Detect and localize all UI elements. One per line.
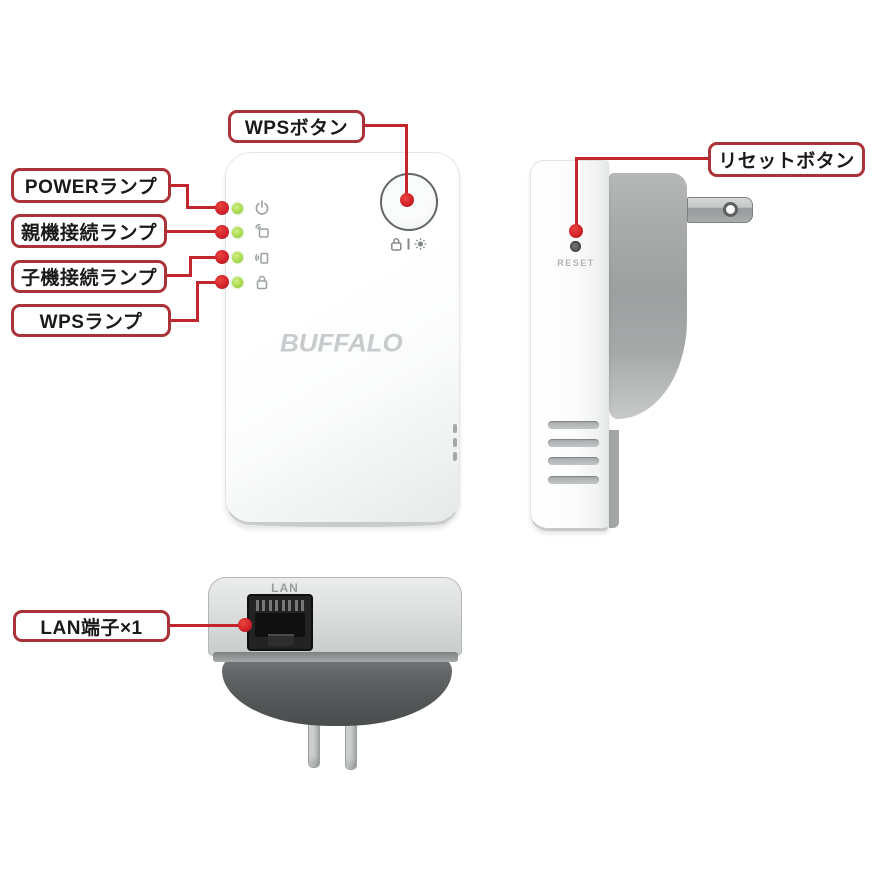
side-back-housing — [609, 173, 687, 419]
lan-port-pins — [256, 600, 304, 611]
side-back-edge — [609, 430, 619, 528]
side-front-panel — [530, 160, 609, 531]
callout-reset-button: リセットボタン — [708, 142, 865, 177]
pointer-dot — [215, 225, 229, 239]
wps-led — [232, 277, 243, 288]
pointer-line — [196, 281, 222, 284]
lan-port — [247, 594, 313, 651]
power-led — [232, 203, 243, 214]
ac-plug-prong-hole — [723, 202, 738, 217]
pointer-line — [189, 256, 222, 259]
pointer-line — [405, 124, 408, 200]
pointer-line — [169, 184, 189, 187]
side-vent-slot — [548, 439, 599, 447]
front-edge-vent — [453, 438, 457, 447]
bottom-back-housing — [222, 658, 452, 726]
lan-port-notch — [268, 634, 294, 646]
reset-button — [570, 241, 581, 252]
child-connect-led — [232, 252, 243, 263]
pointer-dot — [569, 224, 583, 238]
pointer-line — [169, 319, 199, 322]
front-edge-vent — [453, 452, 457, 461]
ac-plug-prong — [345, 723, 357, 770]
callout-wps-lamp: WPSランプ — [11, 304, 171, 337]
side-vent-slot — [548, 476, 599, 484]
callout-parent-lamp: 親機接続ランプ — [11, 214, 167, 248]
pointer-line — [186, 206, 222, 209]
callout-child-lamp: 子機接続ランプ — [11, 260, 167, 293]
pointer-dot — [400, 193, 414, 207]
callout-lan-port: LAN端子×1 — [13, 610, 170, 642]
side-vent-slot — [548, 421, 599, 429]
aoss-lock-light-icon — [391, 238, 427, 251]
reset-label-text: RESET — [557, 258, 595, 268]
pointer-line — [166, 230, 222, 233]
ac-plug-prong — [308, 723, 320, 768]
parent-connect-led — [232, 227, 243, 238]
lan-port-text: LAN — [271, 581, 299, 595]
callout-wps-button: WPSボタン — [228, 110, 365, 143]
pointer-line — [363, 124, 408, 127]
lan-port-cavity — [255, 613, 305, 637]
client-device-icon — [255, 252, 269, 264]
pointer-line — [196, 281, 199, 322]
side-vent-slot — [548, 457, 599, 465]
pointer-dot — [215, 250, 229, 264]
router-icon — [255, 223, 269, 238]
lock-icon — [256, 275, 268, 290]
callout-power-lamp: POWERランプ — [11, 168, 171, 203]
pointer-dot — [215, 275, 229, 289]
pointer-line — [186, 184, 189, 209]
ac-plug-prong — [687, 197, 753, 223]
pointer-dot — [215, 201, 229, 215]
pointer-line — [168, 624, 246, 627]
pointer-line — [575, 157, 709, 160]
pointer-dot — [238, 618, 252, 632]
power-icon — [255, 200, 269, 215]
pointer-line — [575, 157, 578, 231]
front-edge-vent — [453, 424, 457, 433]
pointer-line — [189, 256, 192, 277]
bottom-panel-shadow — [213, 652, 458, 662]
pointer-line — [166, 274, 192, 277]
buffalo-logo: BUFFALO — [280, 328, 403, 358]
